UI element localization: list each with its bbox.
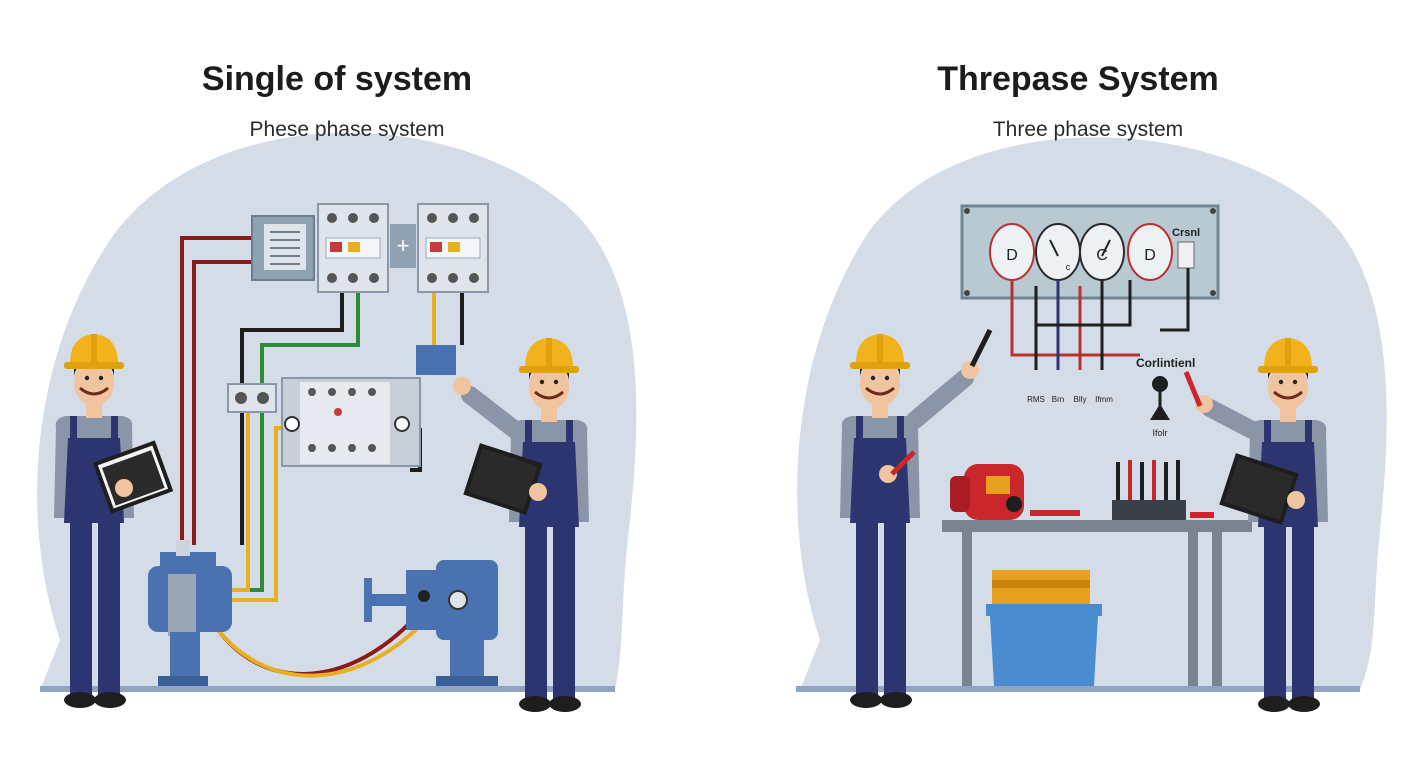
- left-subtitle: Phese phase system: [249, 118, 445, 141]
- board-label: Crsnl: [1172, 227, 1200, 239]
- terminal-label-1: RMS: [1027, 395, 1045, 404]
- control-label: Corlintienl: [1136, 356, 1195, 370]
- svg-text:+: +: [397, 233, 410, 258]
- meter-glyph-2: c: [1066, 262, 1071, 272]
- left-title: Single of system: [201, 60, 473, 98]
- right-subtitle: Three phase system: [992, 118, 1184, 141]
- terminal-label-2: Brn: [1052, 395, 1064, 404]
- control-sub-label: Ifolr: [1152, 428, 1167, 438]
- meter-glyph-4: D: [1144, 247, 1156, 264]
- terminal-label-3: Blly: [1074, 395, 1087, 404]
- meter-glyph-1: D: [1006, 247, 1018, 264]
- right-title: Threpase System: [937, 60, 1219, 98]
- terminal-label-4: Ifmm: [1095, 395, 1113, 404]
- meter-glyph-3: C: [1096, 247, 1108, 264]
